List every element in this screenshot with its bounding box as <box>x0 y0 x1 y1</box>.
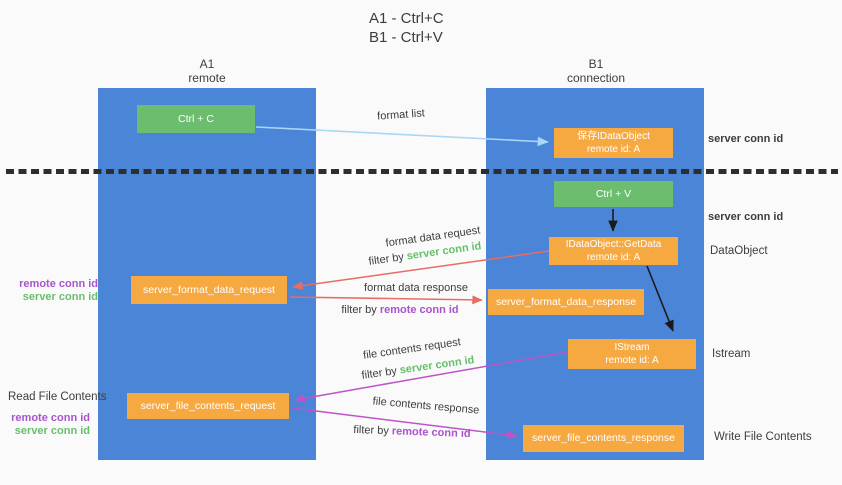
node-getdata-line1: IDataObject::GetData <box>565 239 662 250</box>
node-format-request-label: server_format_data_request <box>143 283 275 296</box>
node-save-dataobject-line1: 保存IDataObject <box>577 131 650 142</box>
node-file-request-label: server_file_contents_request <box>140 399 276 412</box>
label-remote-conn-id-left-bottom: remote conn id <box>11 412 90 424</box>
title-line-1: A1 - Ctrl+C <box>369 10 444 27</box>
label-istream: Istream <box>712 348 751 360</box>
node-format-request: server_format_data_request <box>131 276 287 304</box>
node-save-dataobject: 保存IDataObject remote id: A <box>554 128 673 158</box>
node-ctrl-v-label: Ctrl + V <box>595 187 632 200</box>
node-ctrl-c: Ctrl + C <box>137 105 255 133</box>
column-a-subtitle: remote <box>188 71 226 85</box>
arrow-format-data-response <box>289 295 483 305</box>
node-istream-line1: IStream <box>614 342 650 353</box>
node-ctrl-v: Ctrl + V <box>554 181 673 207</box>
node-istream: IStream remote id: A <box>568 339 696 369</box>
label-server-conn-id-left-top: server conn id <box>22 291 98 303</box>
label-format-data-response: format data response <box>364 282 468 294</box>
node-file-response: server_file_contents_response <box>523 425 684 452</box>
left-conn-ids-top: remote conn id server conn id <box>8 278 98 304</box>
label-read-file-contents: Read File Contents <box>8 391 107 403</box>
left-conn-ids-bottom: remote conn id server conn id <box>8 412 90 438</box>
node-getdata-line2: remote id: A <box>586 252 641 263</box>
column-a-title: A1 <box>199 57 215 71</box>
title-line-2: B1 - Ctrl+V <box>369 29 443 46</box>
machine-divider-dotted-line <box>6 169 838 174</box>
column-b-header: B1 connection <box>536 57 656 85</box>
node-save-dataobject-line2: remote id: A <box>586 144 641 155</box>
node-file-response-label: server_file_contents_response <box>531 432 675 444</box>
node-ctrl-c-label: Ctrl + C <box>178 112 214 125</box>
label-file-contents-response: file contents response <box>372 395 480 417</box>
label-dataobject: DataObject <box>710 245 768 257</box>
diagram-title: A1 - Ctrl+C B1 - Ctrl+V <box>369 9 444 47</box>
label-server-conn-id-right-2: server conn id <box>708 211 784 223</box>
node-getdata: IDataObject::GetData remote id: A <box>549 237 678 265</box>
node-format-response: server_format_data_response <box>488 289 644 315</box>
column-b-title: B1 <box>588 57 604 71</box>
label-write-file-contents: Write File Contents <box>714 431 812 443</box>
label-format-list: format list <box>376 107 426 123</box>
column-b-subtitle: connection <box>566 71 626 85</box>
label-server-conn-id-right-1: server conn id <box>708 133 784 145</box>
label-server-conn-id-left-bottom: server conn id <box>14 425 90 437</box>
column-a-header: A1 remote <box>147 57 267 85</box>
label-remote-conn-id-left-top: remote conn id <box>19 278 98 290</box>
node-format-response-label: server_format_data_response <box>495 295 637 308</box>
node-file-request: server_file_contents_request <box>127 393 289 419</box>
node-istream-line2: remote id: A <box>605 355 659 366</box>
